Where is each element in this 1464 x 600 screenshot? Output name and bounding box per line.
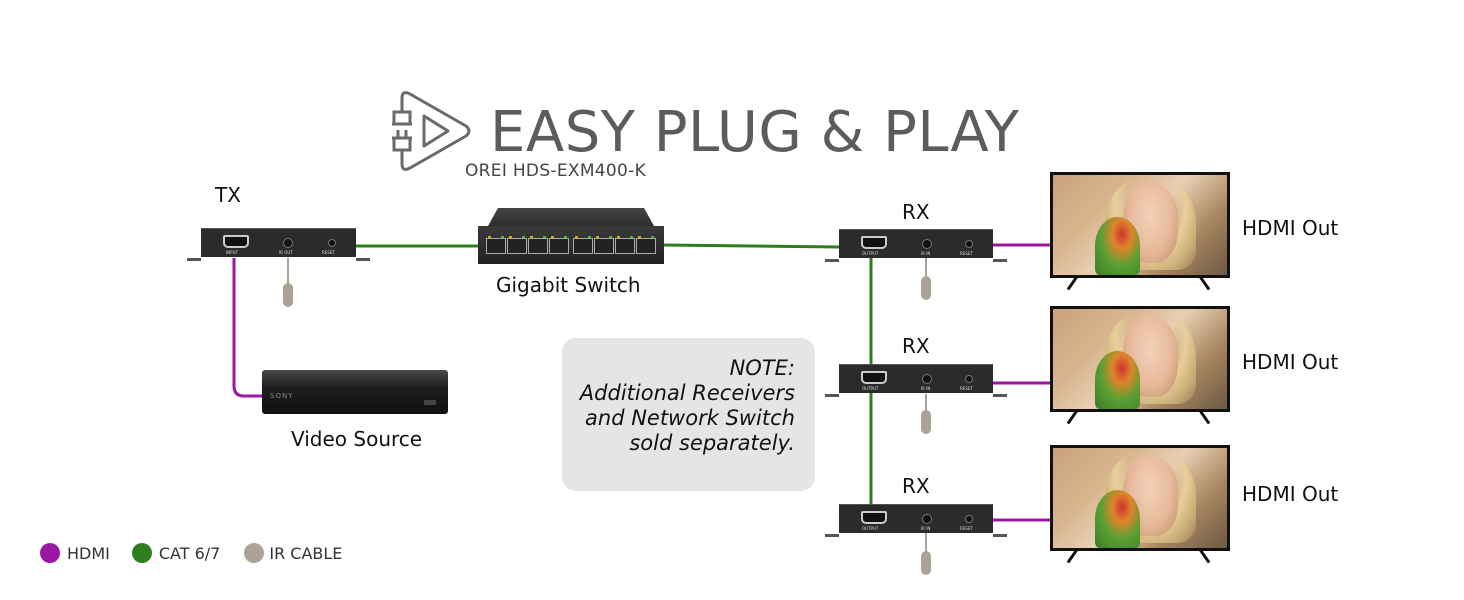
- note-box: NOTE: Additional Receivers and Network S…: [562, 338, 815, 491]
- page-title: EASY PLUG & PLAY: [490, 100, 1020, 165]
- port-label: OUTPUT: [862, 526, 879, 531]
- port-label: RESET: [322, 250, 335, 255]
- rx-label: RX: [902, 334, 930, 358]
- hdmi-port-icon: [223, 235, 249, 248]
- hdmi-out-label: HDMI Out: [1242, 350, 1339, 374]
- gigabit-switch: [478, 208, 664, 264]
- note-line: and Network Switch: [585, 406, 795, 430]
- cat-cable-switch-rx1: [662, 243, 841, 249]
- reset-button-icon: [965, 375, 973, 383]
- tv-display: [1050, 445, 1230, 564]
- port-label: OUTPUT: [862, 386, 879, 391]
- source-brand: SONY: [270, 392, 294, 400]
- ir-port-icon: [922, 239, 932, 249]
- port-label: IR IN: [921, 526, 931, 531]
- ir-plug-icon: [283, 283, 293, 307]
- port-label: IR OUT: [279, 250, 293, 255]
- port-label: INPUT: [226, 250, 238, 255]
- plug-play-icon: [388, 88, 478, 174]
- ir-plug-icon: [921, 551, 931, 575]
- note-line: Additional Receivers: [579, 381, 795, 405]
- tv-display: [1050, 306, 1230, 425]
- ir-plug-icon: [921, 410, 931, 434]
- cat-legend-swatch: [131, 543, 152, 563]
- port-label: OUTPUT: [862, 251, 879, 256]
- legend-label: IR CABLE: [269, 543, 343, 563]
- tv-display: [1050, 172, 1230, 291]
- video-source-player: SONY: [262, 370, 448, 414]
- note-heading: NOTE:: [729, 356, 795, 380]
- reset-button-icon: [965, 515, 973, 523]
- product-model: OREI HDS-EXM400-K: [465, 161, 647, 181]
- ir-port-icon: [922, 514, 932, 524]
- hdmi-port-icon: [861, 511, 887, 524]
- rx-unit: OUTPUT IR IN RESET: [825, 229, 1007, 262]
- port-label: IR IN: [921, 251, 931, 256]
- tx-unit: INPUT IR OUT RESET: [187, 228, 370, 261]
- ir-legend-swatch: [244, 543, 265, 563]
- ir-port-icon: [922, 374, 932, 384]
- port-label: RESET: [960, 386, 973, 391]
- hdmi-port-icon: [861, 236, 887, 249]
- port-label: RESET: [960, 526, 973, 531]
- hdmi-out-label: HDMI Out: [1242, 482, 1339, 506]
- video-source-label: Video Source: [291, 427, 423, 451]
- ir-port-icon: [283, 238, 293, 248]
- legend: HDMI CAT 6/7 IR CABLE: [40, 543, 342, 563]
- ir-plug-icon: [921, 276, 931, 300]
- rx-unit: OUTPUT IR IN RESET: [825, 364, 1007, 397]
- hdmi-out-label: HDMI Out: [1242, 216, 1339, 240]
- rx-label: RX: [902, 200, 930, 224]
- tx-label: TX: [215, 183, 241, 207]
- note-line: sold separately.: [629, 431, 795, 455]
- rx-label: RX: [902, 474, 930, 498]
- hdmi-legend-swatch: [40, 543, 60, 563]
- reset-button-icon: [328, 239, 336, 247]
- switch-label: Gigabit Switch: [496, 273, 641, 297]
- hdmi-port-icon: [861, 371, 887, 384]
- legend-label: HDMI: [67, 543, 110, 563]
- reset-button-icon: [965, 240, 973, 248]
- legend-label: CAT 6/7: [158, 543, 221, 563]
- hdmi-cable-tx-source: [232, 258, 264, 398]
- port-label: IR IN: [921, 386, 931, 391]
- rx-unit: OUTPUT IR IN RESET: [825, 504, 1007, 537]
- port-label: RESET: [960, 251, 973, 256]
